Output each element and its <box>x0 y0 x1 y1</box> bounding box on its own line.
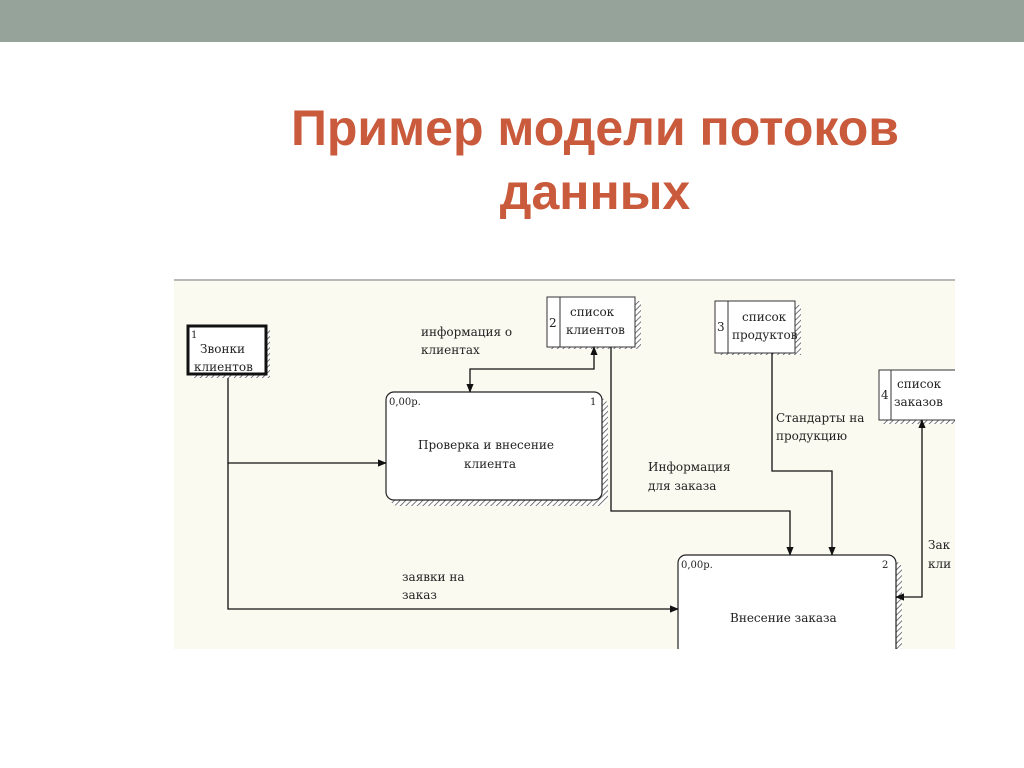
store-number-2: 2 <box>549 316 557 330</box>
data-store-products: 3 список продуктов <box>714 300 801 355</box>
flow-orders-store <box>895 419 926 601</box>
store-number-4: 4 <box>881 388 889 402</box>
process-1-cost: 0,00р. <box>389 397 421 408</box>
flow-label-client-info-2: клиентах <box>421 343 480 357</box>
flow-label-orders-cut-1: Зак <box>928 538 951 552</box>
store-3-line-1: список <box>742 310 787 324</box>
external-entity-calls: 1 Звонки клиентов <box>186 324 270 378</box>
data-store-clients: 2 список клиентов <box>546 296 641 349</box>
data-flow-diagram: 1 Звонки клиентов 2 список клиентов 3 сп… <box>174 279 955 649</box>
flow-label-client-info-1: информация о <box>421 325 512 339</box>
entity-label-line-1: Звонки <box>200 342 245 356</box>
process-1-line-1: Проверка и внесение <box>418 438 554 452</box>
process-1-number: 1 <box>590 397 596 408</box>
store-4-line-1: список <box>897 377 942 391</box>
store-4-line-2: заказов <box>894 395 943 409</box>
entity-number: 1 <box>191 330 197 341</box>
flow-calls-to-orders <box>227 463 679 613</box>
store-2-line-1: список <box>570 305 615 319</box>
store-3-line-2: продуктов <box>732 328 798 342</box>
flow-label-orders-cut-2: кли <box>928 557 951 571</box>
process-2-number: 2 <box>882 560 888 571</box>
flow-lines <box>227 346 926 613</box>
slide-title-line-1: Пример модели потоков <box>290 99 900 156</box>
top-bar <box>0 0 1024 42</box>
flow-standards <box>771 353 836 556</box>
slide-title-line-2: данных <box>499 163 691 220</box>
flow-label-order-info-2: для заказа <box>648 479 716 493</box>
process-enter-order: 0,00р. 2 Внесение заказа <box>677 554 902 649</box>
process-1-line-2: клиента <box>464 457 516 471</box>
flow-client-info <box>466 346 598 393</box>
store-number-3: 3 <box>717 320 725 334</box>
entity-label-line-2: клиентов <box>194 360 253 374</box>
store-2-line-2: клиентов <box>566 323 625 337</box>
flow-label-standards-2: продукцию <box>776 429 847 443</box>
flow-label-order-info-1: Информация <box>648 460 731 474</box>
data-store-orders: 4 список заказов <box>878 369 955 424</box>
flow-label-standards-1: Стандарты на <box>776 411 864 425</box>
slide-title: Пример модели потоков данных <box>230 96 960 224</box>
flow-label-requests-1: заявки на <box>402 570 465 584</box>
process-2-cost: 0,00р. <box>681 560 713 571</box>
flow-label-requests-2: заказ <box>402 588 437 602</box>
process-2-line-1: Внесение заказа <box>730 611 837 625</box>
process-check-client: 0,00р. 1 Проверка и внесение клиента <box>385 391 608 506</box>
flow-order-info <box>610 347 794 556</box>
